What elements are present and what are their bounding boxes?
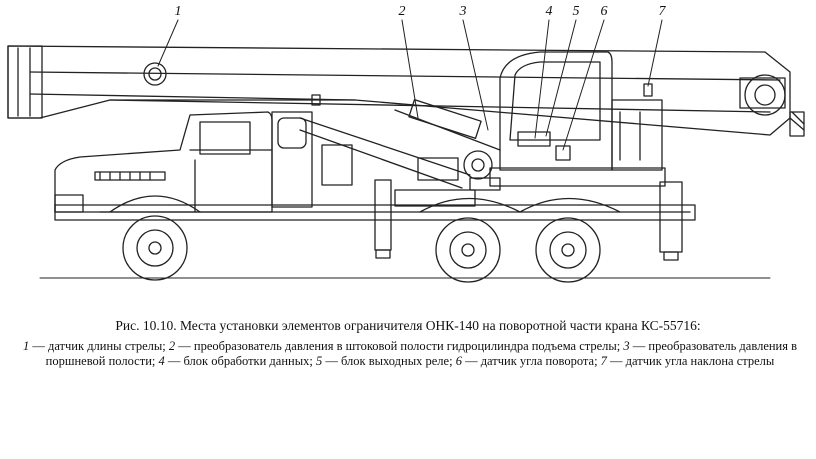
legend-dash: —	[465, 354, 478, 368]
legend-item-5: 5 — блок выходных реле;	[316, 354, 453, 368]
legend-dash: —	[632, 339, 646, 353]
legend-text-6: датчик угла поворота;	[480, 354, 598, 368]
legend-num-4: 4	[158, 354, 165, 368]
front-wheel	[122, 215, 188, 281]
boom-length-sensor-shape	[143, 62, 167, 86]
chassis-frame	[54, 179, 696, 261]
legend-item-1: 1 — датчик длины стрелы;	[23, 339, 166, 353]
legend-text-5: блок выходных реле;	[340, 354, 453, 368]
legend-dash: —	[178, 339, 191, 353]
callout-2: 2	[398, 4, 406, 19]
legend-dash: —	[325, 354, 338, 368]
leader-lines	[157, 19, 663, 151]
legend-dash: —	[167, 354, 181, 368]
truck-cab	[54, 111, 273, 213]
legend-text-7: датчик угла наклона стрелы	[625, 354, 775, 368]
crane-illustration	[7, 19, 805, 283]
operator-cabin	[489, 51, 666, 187]
legend-num-7: 7	[600, 354, 607, 368]
fenders	[109, 195, 621, 213]
legend-item-6: 6 — датчик угла поворота;	[456, 354, 598, 368]
callout-5: 5	[572, 4, 580, 19]
legend-dash: —	[32, 339, 45, 353]
legend-num-6: 6	[455, 354, 462, 368]
callout-4: 4	[545, 4, 553, 19]
legend-item-7: 7 — датчик угла наклона стрелы	[601, 354, 775, 368]
callout-1: 1	[174, 4, 182, 19]
callout-7: 7	[658, 4, 666, 19]
legend-item-3: 3 — преобразователь давления в поршневой…	[46, 339, 797, 368]
legend-num-1: 1	[22, 339, 30, 353]
legend-text-1: датчик длины стрелы;	[47, 339, 166, 353]
legend-num-5: 5	[315, 354, 323, 368]
legend-text-3: преобразователь давления в поршневой пол…	[45, 339, 798, 368]
callout-3: 3	[459, 4, 467, 19]
legend-item-4: 4 — блок обработки данных;	[158, 354, 312, 368]
cab-equipment	[271, 94, 353, 208]
legend-num-3: 3	[623, 339, 630, 353]
turntable	[417, 150, 501, 191]
lift-cylinder	[299, 98, 501, 189]
legend-text-2: преобразователь давления в штоковой поло…	[193, 339, 621, 353]
figure-caption: Рис. 10.10. Места установки элементов ог…	[115, 318, 701, 333]
boom	[7, 45, 805, 137]
legend-num-2: 2	[168, 339, 176, 353]
rear-wheel	[535, 217, 601, 283]
crane-truck-drawing: 1 2 3 4 5 6 7	[7, 4, 805, 283]
middle-wheel	[435, 217, 501, 283]
figure-legend: 1 — датчик длины стрелы; 2 — преобразова…	[18, 339, 802, 369]
wheels	[122, 215, 601, 283]
legend-text-4: блок обработки данных;	[183, 354, 313, 368]
legend-item-2: 2 — преобразователь давления в штоковой …	[169, 339, 620, 353]
legend-dash: —	[610, 354, 623, 368]
callout-6: 6	[600, 4, 608, 19]
